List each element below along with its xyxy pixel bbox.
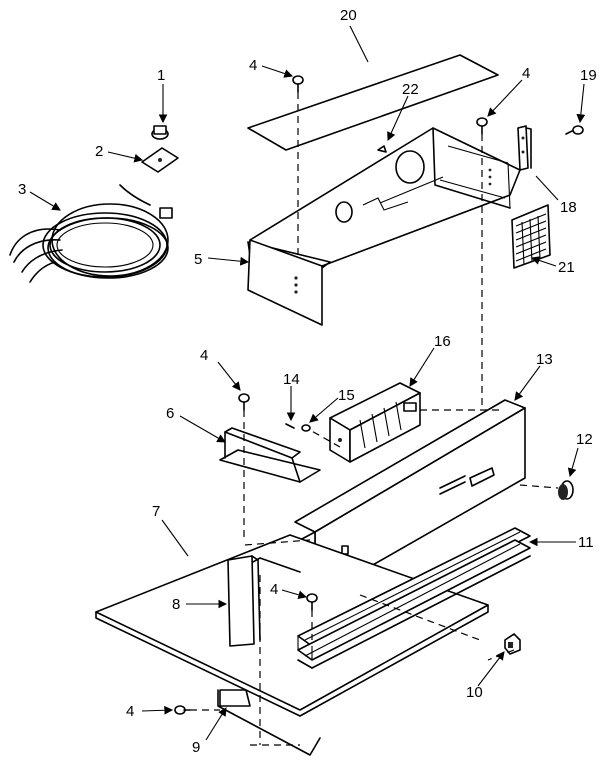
callout-22: 22 bbox=[402, 81, 419, 98]
base-pan bbox=[95, 534, 489, 756]
callout-4b: 4 bbox=[522, 65, 530, 82]
leader-lines bbox=[29, 25, 586, 741]
callout-10: 10 bbox=[466, 684, 483, 701]
side-bracket bbox=[517, 125, 532, 171]
callout-5: 5 bbox=[194, 251, 202, 268]
callout-15: 15 bbox=[338, 387, 355, 404]
top-cover-plate bbox=[247, 54, 499, 151]
callout-11: 11 bbox=[578, 534, 594, 551]
callout-19: 19 bbox=[580, 67, 597, 84]
assembly-guide-lines bbox=[190, 92, 559, 746]
knob-12 bbox=[558, 480, 574, 500]
callout-16: 16 bbox=[434, 333, 451, 350]
callout-1: 1 bbox=[157, 67, 165, 84]
clip-22 bbox=[377, 145, 387, 153]
callout-14: 14 bbox=[283, 371, 300, 388]
callout-21: 21 bbox=[558, 259, 575, 276]
screw-15 bbox=[301, 424, 311, 432]
callout-3: 3 bbox=[18, 181, 26, 198]
vent-grille bbox=[511, 204, 551, 269]
upper-housing bbox=[247, 127, 521, 326]
control-switch-assembly bbox=[329, 382, 421, 463]
left-bracket bbox=[219, 427, 321, 483]
callout-4c: 4 bbox=[200, 347, 208, 364]
foot-10 bbox=[504, 633, 521, 655]
screw-19 bbox=[565, 125, 584, 135]
rail-channel bbox=[297, 527, 531, 669]
screw-4b bbox=[476, 117, 488, 135]
callout-4e: 4 bbox=[126, 703, 134, 720]
screw-4c bbox=[238, 393, 250, 411]
callout-4d: 4 bbox=[270, 581, 278, 598]
bracket-9 bbox=[219, 689, 251, 707]
callout-6: 6 bbox=[166, 405, 174, 422]
callout-4a: 4 bbox=[249, 57, 257, 74]
power-cord bbox=[9, 184, 173, 283]
callout-8: 8 bbox=[172, 596, 180, 613]
callout-13: 13 bbox=[536, 351, 553, 368]
callout-labels: 1 2 3 4 4 4 4 4 5 6 7 8 9 10 11 12 13 14… bbox=[18, 7, 597, 756]
screw-4a bbox=[292, 75, 304, 93]
callout-20: 20 bbox=[340, 7, 357, 24]
knob-and-plate bbox=[141, 125, 179, 173]
callout-2: 2 bbox=[95, 143, 103, 160]
callout-12: 12 bbox=[576, 431, 593, 448]
callout-9: 9 bbox=[192, 739, 200, 756]
callout-18: 18 bbox=[560, 199, 577, 216]
callout-7: 7 bbox=[152, 503, 160, 520]
small-screw-14 bbox=[285, 423, 295, 429]
screw-4e bbox=[174, 705, 191, 715]
